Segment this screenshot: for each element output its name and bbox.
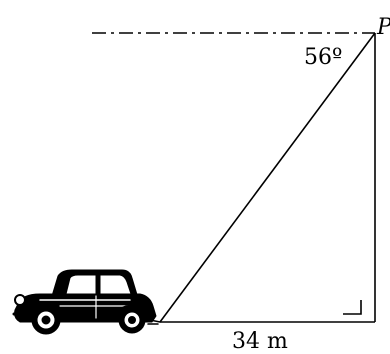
- base-label: 34 m: [232, 329, 288, 354]
- hypotenuse: [159, 32, 376, 323]
- angle-label: 56º: [304, 45, 342, 70]
- car-icon: [12, 269, 161, 335]
- right-angle-marker: [343, 300, 362, 315]
- point-label: P: [376, 15, 390, 40]
